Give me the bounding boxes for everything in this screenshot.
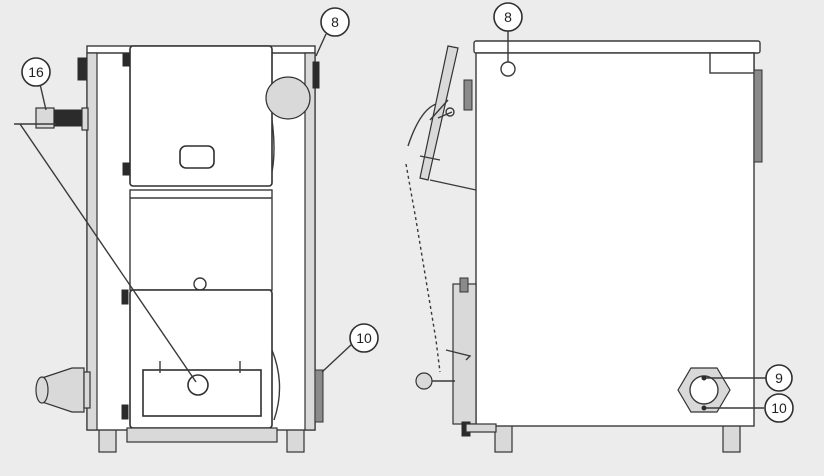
front-leg-right	[286, 427, 305, 453]
front-door-handle	[179, 145, 215, 169]
front-ash-knob	[187, 374, 209, 396]
callout-16-label: 16	[28, 64, 44, 80]
front-right-rail	[304, 52, 316, 431]
callout-8-front: 8	[315, 7, 350, 57]
side-upper-door	[419, 45, 459, 181]
callout-10-side-label: 10	[771, 400, 787, 416]
callout-10-side: 10	[706, 393, 794, 423]
front-left-rail	[86, 52, 98, 431]
front-return-pipe	[314, 369, 324, 423]
callout-8-side: 8	[493, 2, 523, 62]
front-view: 16 8 10	[14, 7, 379, 453]
front-upper-door	[129, 45, 273, 187]
side-leg-left	[494, 423, 513, 453]
callout-8-side-label: 8	[504, 9, 512, 25]
front-leader-line	[19, 123, 197, 383]
callout-8-front-label: 8	[331, 14, 339, 30]
side-casing	[475, 52, 755, 427]
front-middle-panel	[129, 189, 273, 291]
callout-9: 9	[706, 364, 793, 392]
front-flue-pipe	[265, 76, 311, 120]
side-door-swing	[405, 163, 441, 373]
callout-10-front: 10	[321, 323, 379, 373]
callout-10-front-label: 10	[356, 330, 372, 346]
callout-9-label: 9	[775, 370, 783, 386]
side-view: 8 9 10	[405, 2, 794, 453]
side-ash-knob	[415, 372, 433, 390]
side-top-lid	[473, 40, 761, 54]
side-leg-right	[722, 423, 741, 453]
front-leg-left	[98, 427, 117, 453]
callout-16: 16	[21, 57, 51, 111]
